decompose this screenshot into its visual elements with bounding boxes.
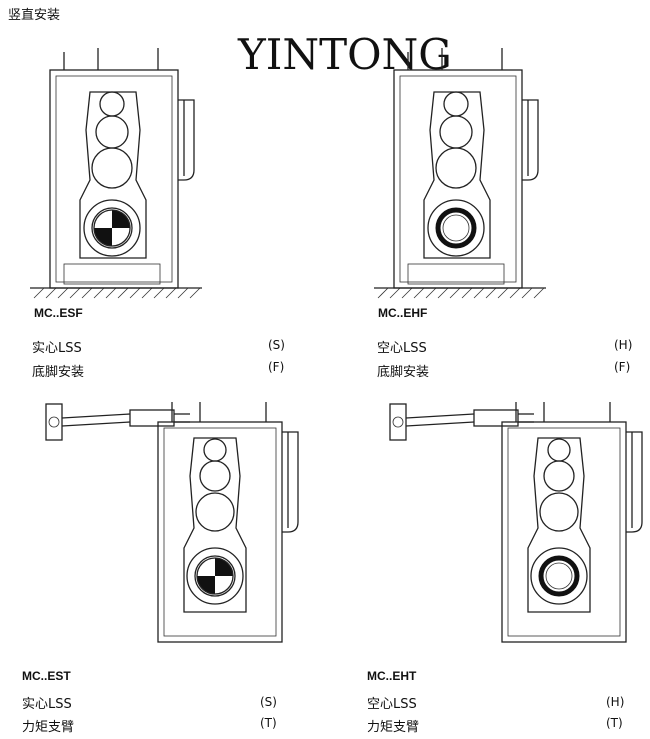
mount-type-label: 底脚安装 (32, 365, 85, 380)
shaft-type-flag: (S) (268, 338, 285, 352)
shaft-type-label: 实心LSS (32, 341, 82, 356)
page-title: 竖直安装 (8, 8, 61, 23)
ground-base (374, 287, 546, 299)
variant-code: MC..ESF (34, 306, 83, 320)
variant-code: MC..EHT (367, 669, 417, 683)
shaft-type-label: 空心LSS (367, 697, 417, 712)
ground-base (30, 287, 202, 299)
mount-type-label: 力矩支臂 (367, 720, 420, 735)
mount-type-flag: (F) (614, 360, 631, 374)
gearbox-drawing-eht (389, 402, 643, 643)
brand-logo-text: YINTONG (238, 30, 452, 79)
shaft-type-flag: (H) (606, 695, 625, 709)
torque-arm (389, 403, 534, 441)
variant-code: MC..EHF (378, 306, 428, 320)
gearbox-drawing-est (45, 402, 299, 643)
shaft-type-label: 实心LSS (22, 697, 72, 712)
shaft-type-label: 空心LSS (377, 341, 427, 356)
gearbox-drawing-ehf (374, 48, 546, 299)
mount-type-label: 力矩支臂 (22, 720, 75, 735)
shaft-type-flag: (S) (260, 695, 277, 709)
mount-type-flag: (T) (606, 716, 623, 730)
variant-code: MC..EST (22, 669, 71, 683)
mount-type-label: 底脚安装 (377, 365, 430, 380)
torque-arm (45, 403, 190, 441)
shaft-type-flag: (H) (614, 338, 633, 352)
mount-type-flag: (F) (268, 360, 285, 374)
mount-type-flag: (T) (260, 716, 277, 730)
gearbox-drawing-esf (30, 48, 202, 299)
